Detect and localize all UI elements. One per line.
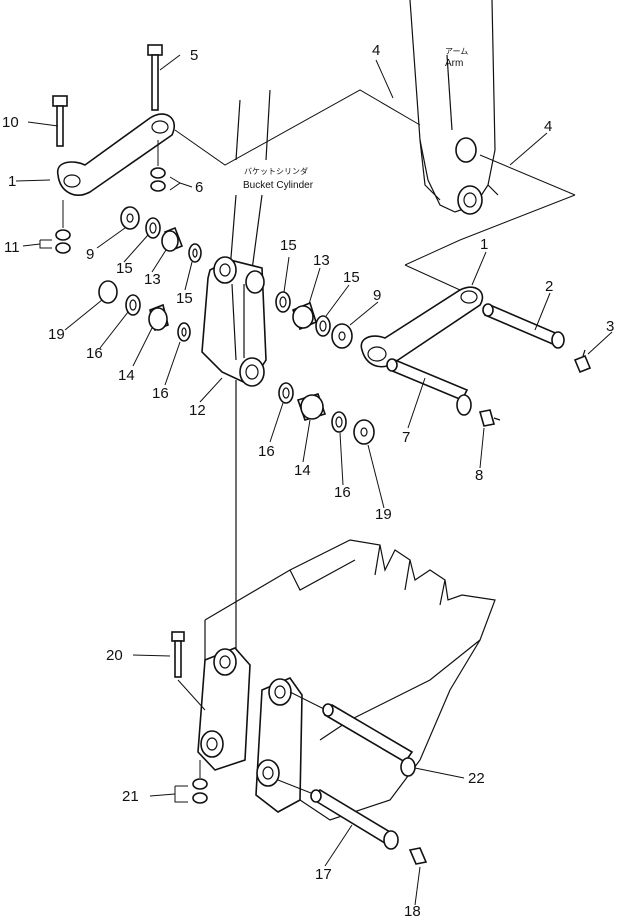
callout-5: 5	[190, 47, 198, 64]
nuts-21	[192, 778, 208, 804]
fitting-3	[573, 349, 592, 374]
washer-9-left	[120, 206, 140, 230]
callout-14-left: 14	[118, 367, 135, 384]
callout-16-a: 16	[86, 345, 103, 362]
leader-lines	[15, 54, 613, 906]
seal-16-left-a	[125, 294, 141, 316]
callout-9-right: 9	[373, 287, 381, 304]
callout-22: 22	[468, 770, 485, 787]
bucket-cylinder-label-jp: バケットシリンダ	[244, 166, 308, 176]
callout-15-d: 15	[343, 269, 360, 286]
pin-2	[482, 303, 565, 349]
seal-15-right-b	[315, 315, 331, 337]
link-left	[57, 113, 175, 196]
seal-15-left-b	[188, 243, 202, 263]
seal-16-right-a	[278, 382, 294, 404]
callout-15-c: 15	[280, 237, 297, 254]
callout-10: 10	[2, 114, 19, 131]
pin-17	[310, 788, 399, 850]
callout-16-c: 16	[258, 443, 275, 460]
callout-4-upper: 4	[372, 42, 380, 59]
link-right	[360, 286, 484, 368]
arm-label-en: Arm	[445, 58, 463, 69]
callout-13-right: 13	[313, 252, 330, 269]
callout-15-a: 15	[116, 260, 133, 277]
pin-7	[386, 358, 472, 416]
callout-16-d: 16	[334, 484, 351, 501]
bolt-5	[147, 44, 163, 111]
callout-2: 2	[545, 278, 553, 295]
callout-4-lower: 4	[544, 118, 552, 135]
washer-19-right	[353, 419, 375, 445]
nuts-6	[150, 167, 166, 192]
callout-8: 8	[475, 467, 483, 484]
bucket-bracket-left	[197, 647, 251, 771]
arm	[409, 0, 499, 215]
callout-18: 18	[404, 903, 421, 916]
bucket-bracket-right	[255, 677, 303, 813]
bolt-20	[171, 631, 185, 678]
washer-9-right	[331, 323, 353, 349]
callout-12: 12	[189, 402, 206, 419]
callout-21: 21	[122, 788, 139, 805]
callout-9-left: 9	[86, 246, 94, 263]
callout-11: 11	[4, 239, 20, 256]
fitting-18	[408, 847, 428, 865]
callout-numbers: 5 4 4 10 1 6 11 9 15 13 15 19 16 14 16 1…	[2, 42, 614, 916]
link-12	[201, 256, 267, 387]
callout-17: 17	[315, 866, 332, 883]
callout-16-b: 16	[152, 385, 169, 402]
callout-20: 20	[106, 647, 123, 664]
callout-7: 7	[402, 429, 410, 446]
seal-16-left-b	[177, 322, 191, 342]
arm-label-jp: アーム	[445, 47, 468, 56]
callout-1-left: 1	[8, 173, 16, 190]
callout-19-left: 19	[48, 326, 65, 343]
callout-15-b: 15	[176, 290, 193, 307]
bolt-10	[52, 95, 68, 147]
bucket-cylinder-label-en: Bucket Cylinder	[243, 180, 314, 191]
callout-6: 6	[195, 179, 203, 196]
callout-19-right: 19	[375, 506, 392, 523]
seal-15-right-a	[275, 291, 291, 313]
nuts-11	[55, 229, 71, 254]
callout-14-right: 14	[294, 462, 311, 479]
callout-3: 3	[606, 318, 614, 335]
callout-1-right: 1	[480, 236, 488, 253]
callout-13-left: 13	[144, 271, 161, 288]
pin-22	[322, 703, 416, 777]
washer-19-left	[98, 280, 118, 304]
fitting-8	[478, 409, 501, 427]
seal-16-right-b	[331, 411, 347, 433]
seal-15-left-a	[145, 217, 161, 239]
